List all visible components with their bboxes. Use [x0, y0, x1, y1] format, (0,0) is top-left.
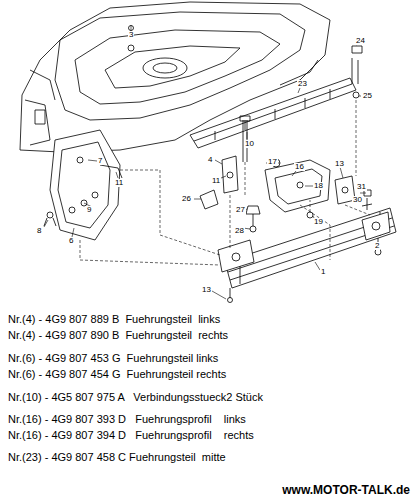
- callout-number: 31: [356, 183, 367, 191]
- callout-number: 9: [86, 206, 92, 214]
- callout-number: 10: [244, 140, 255, 148]
- parts-list-row: Nr.(6) - 4G9 807 453 G Fuehrungsteil lin…: [8, 353, 218, 364]
- parts-list-row: Nr.(16) - 4G9 807 393 D Fuehrungsprofil …: [8, 414, 246, 425]
- parts-list-row: Nr.(6) - 4G9 807 454 G Fuehrungsteil rec…: [8, 369, 226, 380]
- callout-number: 28: [234, 227, 245, 235]
- callout-number: 8: [36, 227, 42, 235]
- callout-number: 1: [320, 268, 326, 276]
- parts-list-row: Nr.(23) - 4G9 807 458 C Fuehrungsteil mi…: [8, 452, 226, 463]
- callout-number: 17: [267, 158, 278, 166]
- callout-number: 19: [313, 218, 324, 226]
- callout-number: 16: [294, 163, 305, 171]
- callout-number: 24: [355, 37, 366, 45]
- callout-number: 7: [97, 157, 103, 165]
- callout-number: 13: [334, 160, 345, 168]
- parts-list-row: Nr.(10) - 4G5 807 975 A Verbindungsstuec…: [8, 392, 263, 403]
- callout-number: 11: [114, 179, 124, 187]
- callout-number: 3: [128, 31, 134, 39]
- callout-number: 27: [235, 206, 246, 214]
- callout-number: 2: [374, 242, 380, 250]
- callout-number: 30: [352, 196, 363, 204]
- callout-number: 18: [313, 182, 324, 190]
- parts-list-row: Nr.(16) - 4G9 807 394 D Fuehrungsprofil …: [8, 430, 254, 441]
- parts-list-row: Nr.(4) - 4G9 807 889 B Fuehrungsteil lin…: [8, 314, 220, 325]
- callout-number: 23: [297, 80, 308, 88]
- callout-number: 13: [201, 286, 212, 294]
- callout-number: 25: [362, 92, 373, 100]
- callout-number: 11: [211, 177, 221, 185]
- callout-number: 26: [181, 195, 192, 203]
- watermark: www.MOTOR-TALK.de: [282, 484, 410, 496]
- parts-list-row: Nr.(4) - 4G9 807 890 B Fuehrungsteil rec…: [8, 330, 228, 341]
- callout-number: 6: [68, 237, 74, 245]
- callout-number: 4: [207, 156, 213, 164]
